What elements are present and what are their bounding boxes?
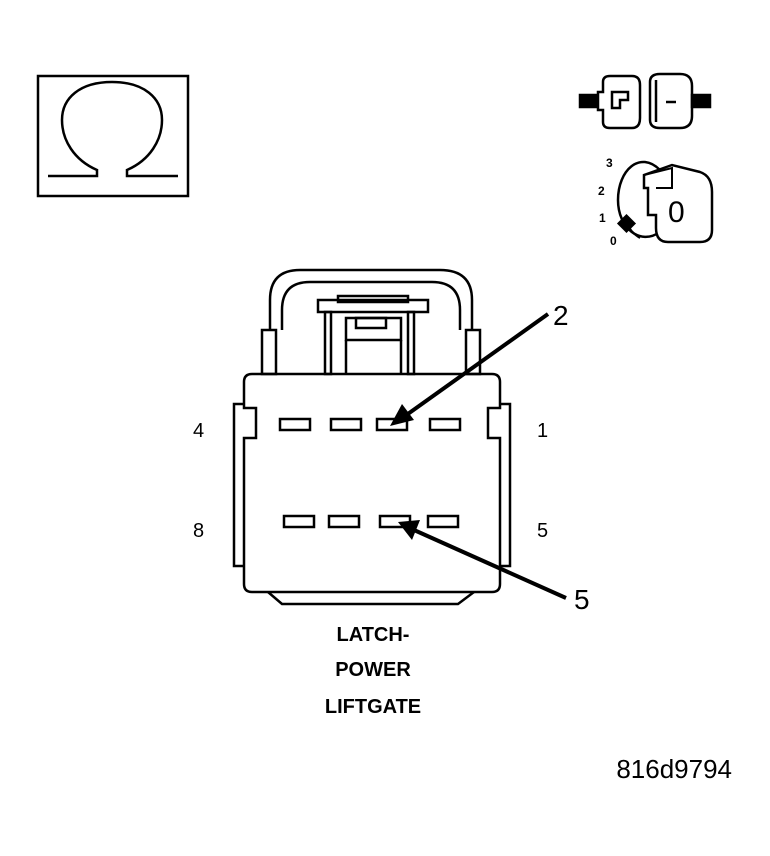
- callout-label-upper: 2: [553, 300, 569, 331]
- ignition-key-icon: [616, 160, 714, 244]
- callout-arrow-upper: [390, 312, 550, 426]
- pin-label-bottom-right: 5: [537, 520, 548, 542]
- callout-label-lower: 5: [574, 584, 590, 615]
- pin-label-bottom-left: 8: [193, 520, 204, 542]
- callout-arrow-lower: [398, 520, 567, 600]
- pin-label-top-right: 1: [537, 420, 548, 442]
- connector-name-line-3: LIFTGATE: [325, 696, 421, 718]
- pin-cavities-top-row: [278, 417, 462, 432]
- pin-label-top-left: 4: [193, 420, 204, 442]
- connector-body: [232, 268, 512, 606]
- key-position-1: 1: [599, 211, 606, 225]
- key-position-3: 3: [606, 156, 613, 170]
- figure-code: 816d9794: [616, 754, 732, 784]
- pin-cavities-bottom-row: [282, 514, 460, 529]
- connector-name-line-1: LATCH-: [337, 624, 410, 646]
- connector-name-line-2: POWER: [335, 659, 411, 681]
- key-selected-position: 0: [668, 196, 685, 229]
- key-position-2: 2: [598, 184, 605, 198]
- disconnected-connector-icon: [578, 72, 712, 130]
- ohm-symbol-icon: [36, 74, 190, 198]
- key-position-0: 0: [610, 234, 617, 248]
